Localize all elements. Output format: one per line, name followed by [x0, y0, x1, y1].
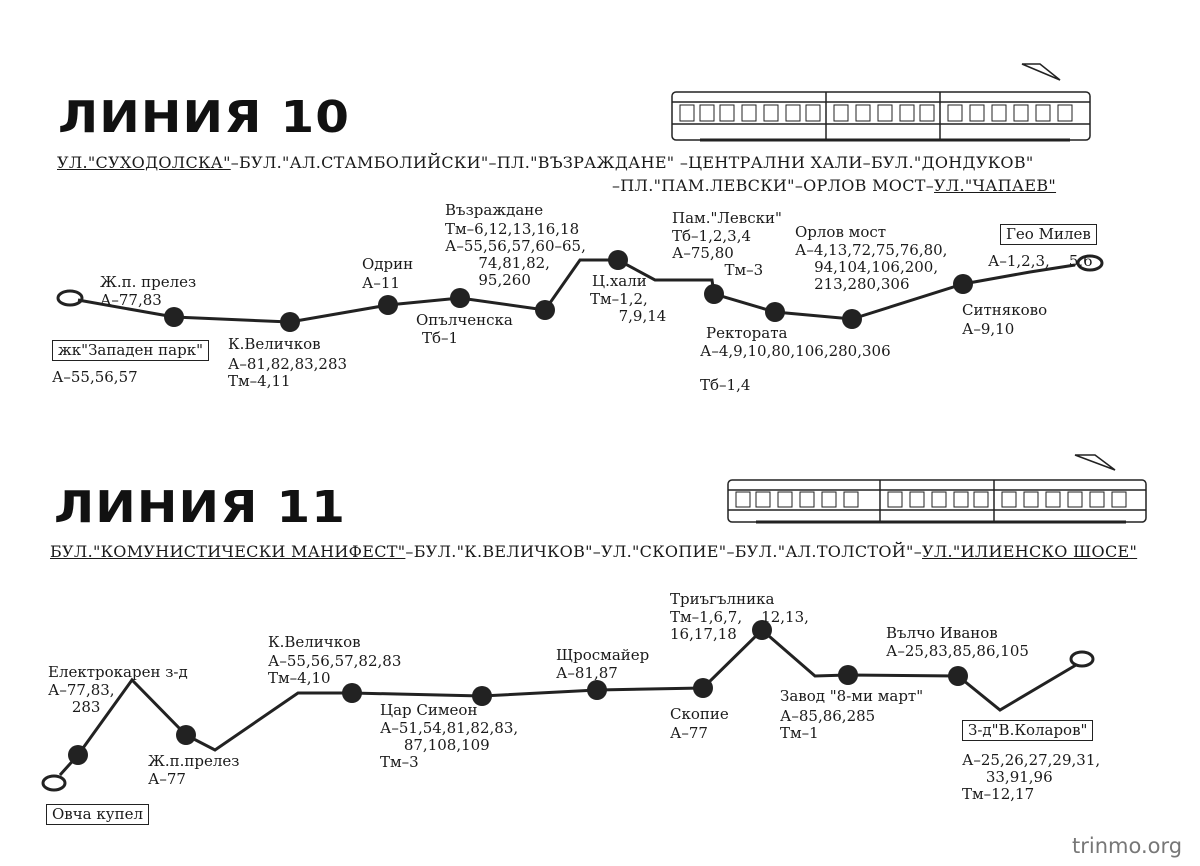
stop-name: Възраждане — [445, 201, 544, 219]
stop-info: Тб–1 — [422, 329, 459, 347]
stop-info: А–77,83, 283 — [48, 681, 115, 716]
stop-name: Скопие — [670, 705, 729, 723]
stop-name: Триъгълника — [670, 590, 775, 608]
stop-info: А–77,83 — [100, 291, 162, 309]
route-segment: –ПЛ."ПАМ.ЛЕВСКИ"–ОРЛОВ МОСТ– — [612, 176, 935, 195]
stop-name: К.Величков — [268, 633, 361, 651]
stop-name: Ректората — [706, 324, 788, 342]
stop-info: Тм–1,6,7, 12,13, 16,17,18 — [670, 608, 809, 643]
stop-name: Завод "8-ми март" — [780, 687, 924, 705]
stop-info: А–4,13,72,75,76,80, 94,104,106,200, 213,… — [795, 241, 948, 293]
route-segment: УЛ."ИЛИЕНСКО ШОСЕ" — [922, 542, 1138, 561]
stop-name: Пам."Левски" — [672, 209, 782, 227]
stop-name: Щросмайер — [556, 646, 650, 664]
line-11-title: ЛИНИЯ 11 — [54, 482, 346, 533]
stop-info: А–81,82,83,283 Тм–4,11 — [228, 355, 348, 390]
line-10-route-row-1: УЛ."СУХОДОЛСКА"–БУЛ."АЛ.СТАМБОЛИЙСКИ"–ПЛ… — [57, 153, 1034, 172]
terminal-start-info: А–55,56,57 — [52, 368, 138, 386]
stop-info: А–77 — [670, 724, 708, 742]
route-segment: УЛ."СУХОДОЛСКА" — [57, 153, 231, 172]
route-segment: –БУЛ."АЛ.СТАМБОЛИЙСКИ"–ПЛ."ВЪЗРАЖДАНЕ" –… — [230, 153, 1034, 172]
line-11-path — [41, 627, 1095, 792]
stop-name: Опълченска — [416, 311, 513, 329]
stop-info: А–11 — [362, 274, 400, 292]
route-segment: УЛ."ЧАПАЕВ" — [934, 176, 1057, 195]
stop-info: А–77 — [148, 770, 186, 788]
line-11-route-row-1: БУЛ."КОМУНИСТИЧЕСКИ МАНИФЕСТ"–БУЛ."К.ВЕЛ… — [50, 542, 1137, 561]
terminal-end-label: З-д"В.Коларов" — [962, 720, 1094, 741]
stop-info: А–9,10 — [962, 320, 1015, 338]
line-10-stops — [164, 250, 973, 332]
terminal-end-label: Гео Милев — [1000, 224, 1097, 245]
tram-illustration-1 — [671, 63, 1091, 142]
stop-name: Ж.п.прелез — [148, 752, 240, 770]
line-10-route-row-2: –ПЛ."ПАМ.ЛЕВСКИ"–ОРЛОВ МОСТ–УЛ."ЧАПАЕВ" — [612, 176, 1056, 195]
line-10-title: ЛИНИЯ 10 — [58, 92, 350, 143]
terminal-start-label: Овча купел — [46, 804, 149, 825]
tram-illustration-2 — [727, 454, 1147, 524]
stop-name: Цар Симеон — [380, 701, 478, 719]
stop-name: Орлов мост — [795, 223, 887, 241]
stop-info: А–4,9,10,80,106,280,306 Тб–1,4 — [700, 342, 891, 394]
stop-info: А–25,83,85,86,105 — [886, 642, 1029, 660]
stop-info: А–81,87 — [556, 664, 618, 682]
stop-info: А–85,86,285 Тм–1 — [780, 707, 876, 742]
stop-info: А–55,56,57,82,83 Тм–4,10 — [268, 652, 402, 687]
stop-name: Одрин — [362, 255, 414, 273]
stop-name: Вълчо Иванов — [886, 624, 998, 642]
watermark: trinmo.org — [1072, 834, 1183, 858]
stop-info: А–1,2,3, 5,6 — [988, 252, 1093, 270]
stop-name: К.Величков — [228, 335, 321, 353]
line-11-stops — [68, 620, 968, 765]
stop-name: Ж.п. прелез — [100, 273, 197, 291]
stop-info: А–51,54,81,82,83, 87,108,109 Тм–3 — [380, 719, 519, 771]
stop-name: Ситняково — [962, 301, 1048, 319]
line-10-path — [56, 254, 1104, 324]
stop-info: Тм–1,2, 7,9,14 — [590, 290, 667, 325]
stop-info: Тб–1,2,3,4 А–75,80 Тм–3 — [672, 227, 764, 279]
terminal-end-info: А–25,26,27,29,31, 33,91,96 Тм–12,17 — [962, 751, 1101, 803]
stop-info: Тм–6,12,13,16,18 А–55,56,57,60–65, 74,81… — [445, 220, 586, 289]
stop-name: Електрокарен з-д — [48, 663, 188, 681]
terminal-start-label: жк"Западен парк" — [52, 340, 209, 361]
route-segment: –БУЛ."К.ВЕЛИЧКОВ"–УЛ."СКОПИЕ"–БУЛ."АЛ.ТО… — [405, 542, 923, 561]
route-segment: БУЛ."КОМУНИСТИЧЕСКИ МАНИФЕСТ" — [50, 542, 406, 561]
stop-name: Ц.хали — [592, 272, 647, 290]
